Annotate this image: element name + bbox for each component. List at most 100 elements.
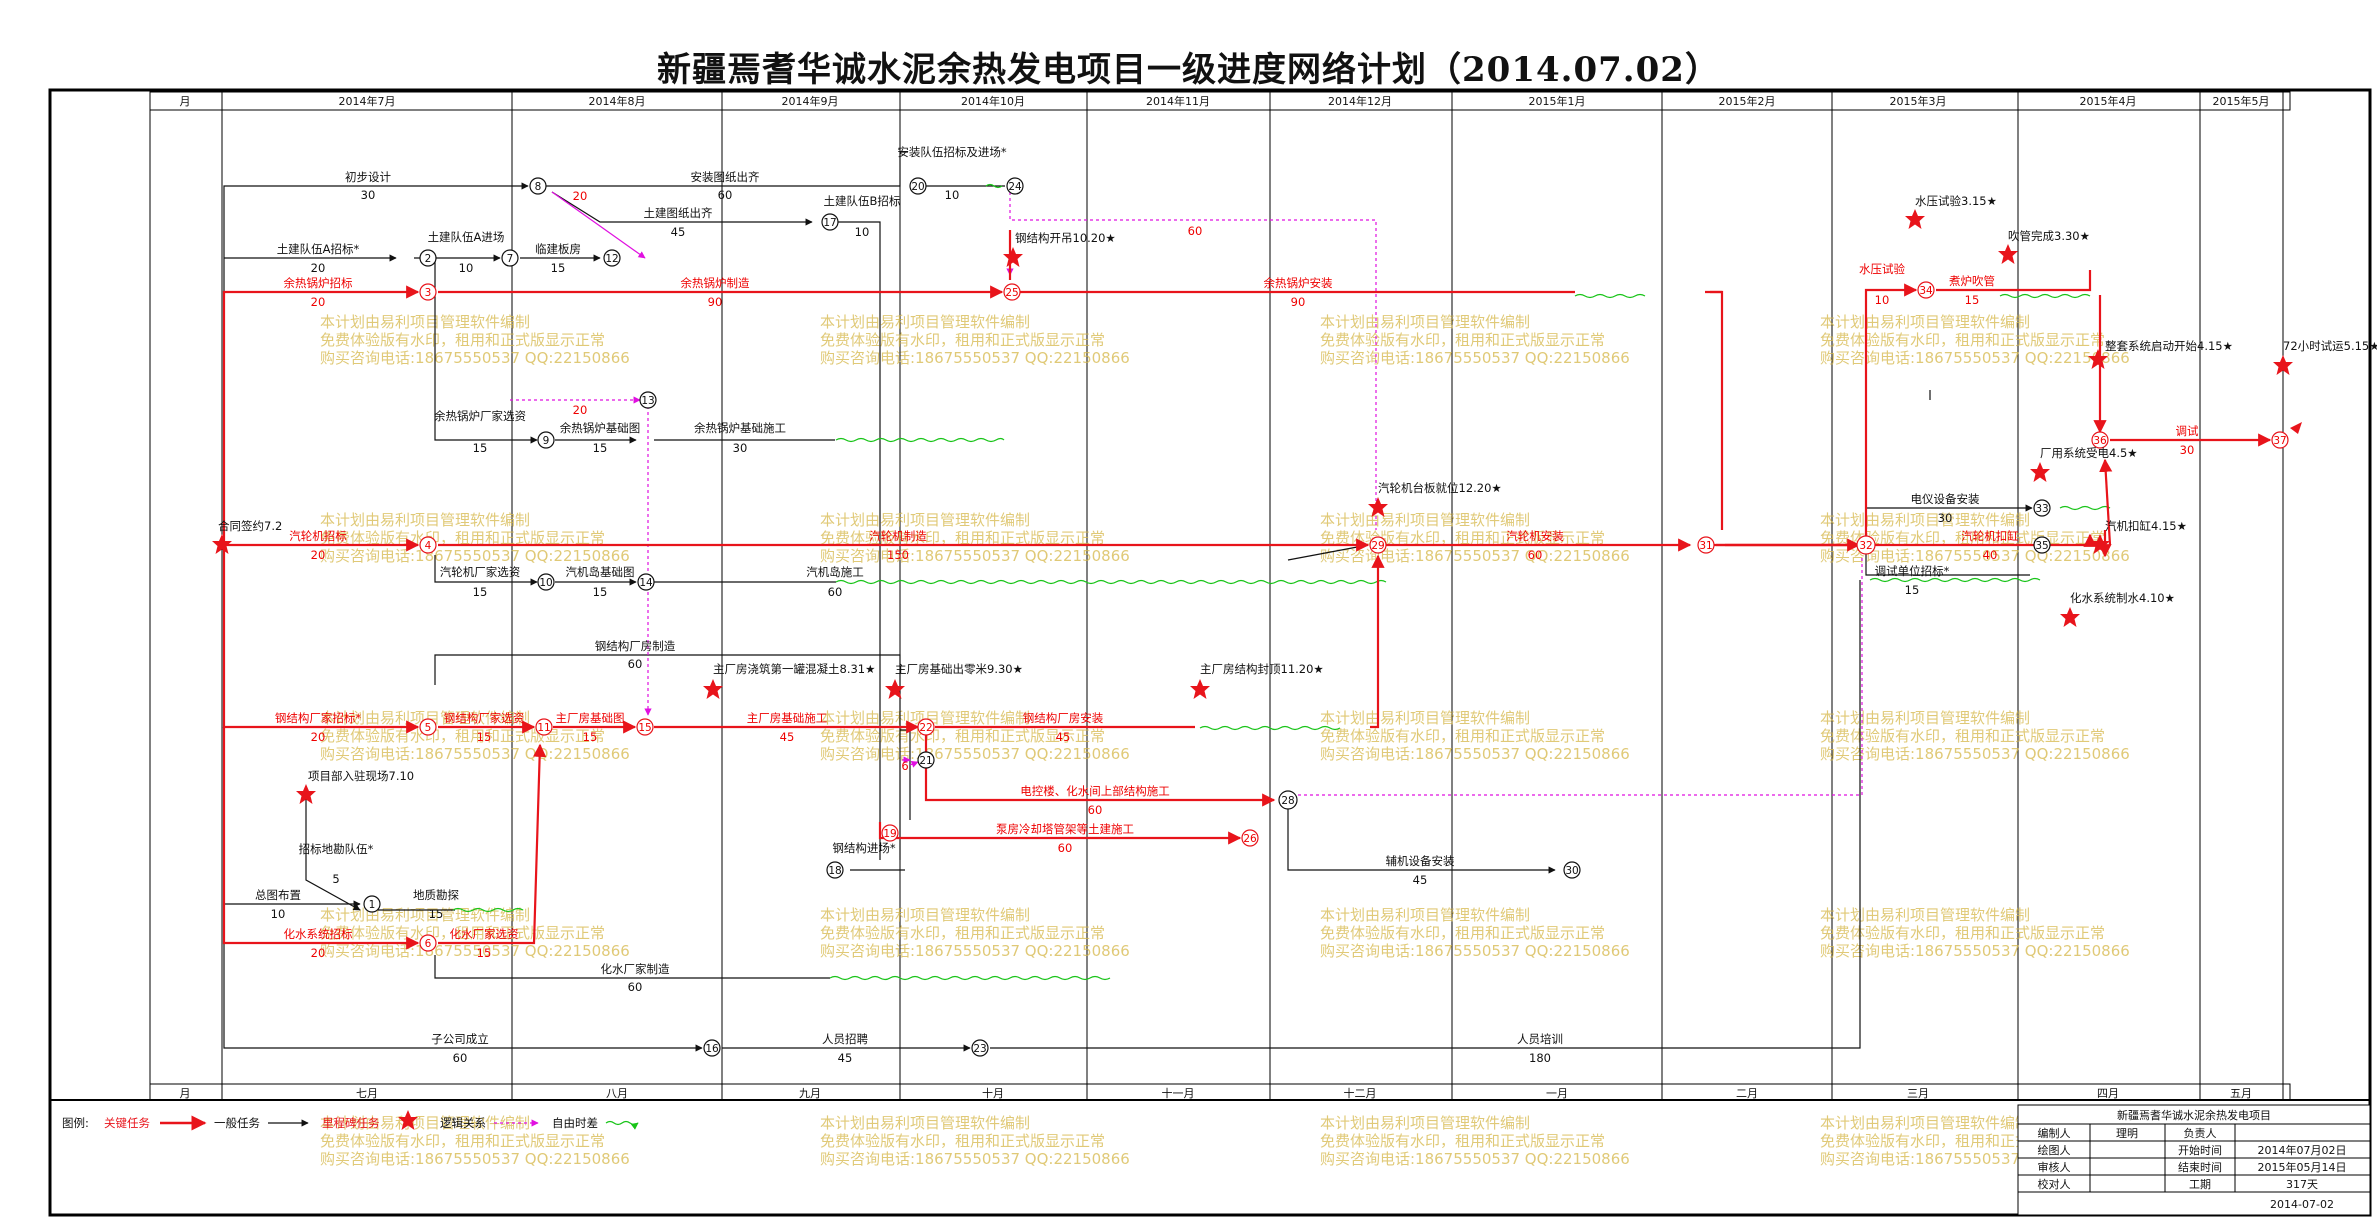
month-label: 2014年11月: [1146, 94, 1210, 108]
svg-text:免费体验版有水印，租用和正式版显示正常: 免费体验版有水印，租用和正式版显示正常: [1320, 1132, 1605, 1150]
event-node: 9: [537, 431, 555, 449]
svg-text:15: 15: [551, 261, 566, 275]
svg-text:2015年05月14日: 2015年05月14日: [2258, 1160, 2347, 1174]
svg-text:汽轮机厂家选资: 汽轮机厂家选资: [440, 565, 521, 579]
event-node: 28: [1278, 790, 1298, 810]
svg-text:6: 6: [901, 759, 908, 773]
svg-text:20: 20: [311, 295, 326, 309]
svg-text:30: 30: [1565, 865, 1578, 877]
svg-text:化水厂家制造: 化水厂家制造: [601, 962, 670, 976]
svg-text:本计划由易利项目管理软件编制: 本计划由易利项目管理软件编制: [1320, 511, 1530, 529]
month-label: 2015年4月: [2080, 94, 2137, 108]
svg-text:本计划由易利项目管理软件编制: 本计划由易利项目管理软件编制: [320, 313, 530, 331]
svg-text:厂用系统受电4.5★: 厂用系统受电4.5★: [2040, 446, 2138, 460]
svg-text:15: 15: [477, 946, 492, 960]
svg-text:15: 15: [593, 441, 608, 455]
svg-text:15: 15: [477, 730, 492, 744]
float-lines: [367, 183, 2111, 981]
watermark: 本计划由易利项目管理软件编制免费体验版有水印，租用和正式版显示正常购买咨询电话:…: [820, 709, 1130, 763]
svg-text:里程碑任务: 里程碑任务: [322, 1116, 380, 1130]
svg-text:本计划由易利项目管理软件编制: 本计划由易利项目管理软件编制: [320, 709, 530, 727]
event-node: 25: [1003, 283, 1021, 301]
svg-text:购买咨询电话:18675550537 QQ:22150866: 购买咨询电话:18675550537 QQ:22150866: [1820, 745, 2130, 763]
svg-text:2: 2: [425, 253, 432, 265]
svg-text:本计划由易利项目管理软件编制: 本计划由易利项目管理软件编制: [820, 709, 1030, 727]
svg-text:20: 20: [311, 946, 326, 960]
svg-text:1: 1: [369, 899, 376, 911]
svg-text:钢结构厂房安装: 钢结构厂房安装: [1023, 711, 1104, 725]
svg-text:60: 60: [1188, 224, 1203, 238]
svg-text:余热锅炉制造: 余热锅炉制造: [681, 276, 750, 290]
watermark: 本计划由易利项目管理软件编制免费体验版有水印，租用和正式版显示正常购买咨询电话:…: [820, 906, 1130, 960]
svg-text:60: 60: [828, 585, 843, 599]
svg-text:汽轮机招标: 汽轮机招标: [289, 529, 347, 543]
event-node: 29: [1369, 536, 1387, 554]
svg-text:20: 20: [911, 181, 924, 193]
svg-text:购买咨询电话:18675550537 QQ:22150866: 购买咨询电话:18675550537 QQ:22150866: [1320, 349, 1630, 367]
milestone-star-icon: [296, 784, 316, 804]
watermark: 本计划由易利项目管理软件编制免费体验版有水印，租用和正式版显示正常购买咨询电话:…: [1820, 511, 2130, 565]
milestone-star-icon: [1998, 244, 2018, 264]
month-label: 八月: [606, 1087, 628, 1100]
svg-text:45: 45: [1413, 873, 1428, 887]
svg-text:15: 15: [1905, 583, 1920, 597]
svg-text:购买咨询电话:18675550537 QQ:22150866: 购买咨询电话:18675550537 QQ:22150866: [820, 349, 1130, 367]
event-node: 13: [639, 391, 657, 409]
svg-text:72小时试运5.15★: 72小时试运5.15★: [2283, 339, 2377, 353]
svg-text:购买咨询电话:18675550537 QQ:22150866: 购买咨询电话:18675550537 QQ:22150866: [1320, 1150, 1630, 1168]
svg-text:免费体验版有水印，租用和正式版显示正常: 免费体验版有水印，租用和正式版显示正常: [820, 1132, 1105, 1150]
watermark: 本计划由易利项目管理软件编制免费体验版有水印，租用和正式版显示正常购买咨询电话:…: [820, 1114, 1130, 1168]
svg-text:90: 90: [708, 295, 723, 309]
svg-text:人员招聘: 人员招聘: [822, 1032, 868, 1046]
milestone-star-icon: [2273, 355, 2293, 375]
svg-text:免费体验版有水印，租用和正式版显示正常: 免费体验版有水印，租用和正式版显示正常: [1820, 924, 2105, 942]
svg-text:9: 9: [543, 435, 550, 447]
event-node: 6: [419, 934, 437, 952]
svg-text:钢结构厂房制造: 钢结构厂房制造: [595, 639, 676, 653]
month-label: 七月: [356, 1087, 378, 1100]
svg-text:60: 60: [1088, 803, 1103, 817]
svg-text:23: 23: [973, 1043, 986, 1055]
svg-text:29: 29: [1371, 540, 1384, 552]
svg-text:本计划由易利项目管理软件编制: 本计划由易利项目管理软件编制: [1820, 906, 2030, 924]
event-node: 16: [703, 1039, 721, 1057]
event-node: 10: [537, 573, 555, 591]
svg-text:10: 10: [271, 907, 286, 921]
svg-text:本计划由易利项目管理软件编制: 本计划由易利项目管理软件编制: [820, 511, 1030, 529]
svg-text:电控楼、化水间上部结构施工: 电控楼、化水间上部结构施工: [1020, 784, 1170, 798]
watermark: 本计划由易利项目管理软件编制免费体验版有水印，租用和正式版显示正常购买咨询电话:…: [1320, 709, 1630, 763]
svg-text:本计划由易利项目管理软件编制: 本计划由易利项目管理软件编制: [1820, 1114, 2030, 1132]
watermark: 本计划由易利项目管理软件编制免费体验版有水印，租用和正式版显示正常购买咨询电话:…: [320, 511, 630, 565]
event-node: 8: [529, 177, 547, 195]
timeline-bottom: 月 七月 八月 九月 十月 十一月 十二月 一月 二月 三月 四月 五月: [149, 1083, 2291, 1101]
svg-text:购买咨询电话:18675550537 QQ:22150866: 购买咨询电话:18675550537 QQ:22150866: [1320, 547, 1630, 565]
svg-text:购买咨询电话:18675550537 QQ:22150866: 购买咨询电话:18675550537 QQ:22150866: [320, 745, 630, 763]
milestone-star-icon: [885, 679, 905, 699]
svg-text:60: 60: [718, 188, 733, 202]
watermark: 本计划由易利项目管理软件编制免费体验版有水印，租用和正式版显示正常购买咨询电话:…: [1320, 906, 1630, 960]
svg-text:主厂房基础图: 主厂房基础图: [556, 711, 625, 725]
event-node: 20: [909, 177, 927, 195]
month-label: 十月: [982, 1086, 1004, 1100]
svg-text:本计划由易利项目管理软件编制: 本计划由易利项目管理软件编制: [1820, 511, 2030, 529]
svg-text:免费体验版有水印，租用和正式版显示正常: 免费体验版有水印，租用和正式版显示正常: [820, 924, 1105, 942]
svg-text:煮炉吹管: 煮炉吹管: [1949, 274, 1995, 288]
svg-text:土建队伍B招标: 土建队伍B招标: [824, 194, 901, 208]
svg-text:逻辑关系: 逻辑关系: [440, 1116, 486, 1130]
svg-text:购买咨询电话:18675550537 QQ:22150866: 购买咨询电话:18675550537 QQ:22150866: [1820, 942, 2130, 960]
svg-text:审核人: 审核人: [2038, 1160, 2071, 1174]
month-label: 十一月: [1162, 1086, 1195, 1100]
critical-extra: [1705, 290, 1861, 552]
svg-text:购买咨询电话:18675550537 QQ:22150866: 购买咨询电话:18675550537 QQ:22150866: [820, 1150, 1130, 1168]
event-node: 30: [1563, 861, 1581, 879]
svg-text:购买咨询电话:18675550537 QQ:22150866: 购买咨询电话:18675550537 QQ:22150866: [1820, 349, 2130, 367]
svg-text:20: 20: [311, 730, 326, 744]
svg-text:33: 33: [2035, 503, 2048, 515]
milestone-star-icon: [212, 534, 232, 554]
watermark: 本计划由易利项目管理软件编制免费体验版有水印，租用和正式版显示正常购买咨询电话:…: [820, 313, 1130, 367]
svg-text:安装队伍招标及进场*: 安装队伍招标及进场*: [897, 145, 1006, 159]
activity-labels: 初步设计 30 安装图纸出齐 60 安装队伍招标及进场* 10 土建图纸出齐 4…: [255, 145, 2199, 1065]
svg-text:主厂房结构封顶11.20★: 主厂房结构封顶11.20★: [1200, 662, 1324, 676]
svg-text:6: 6: [425, 938, 432, 950]
